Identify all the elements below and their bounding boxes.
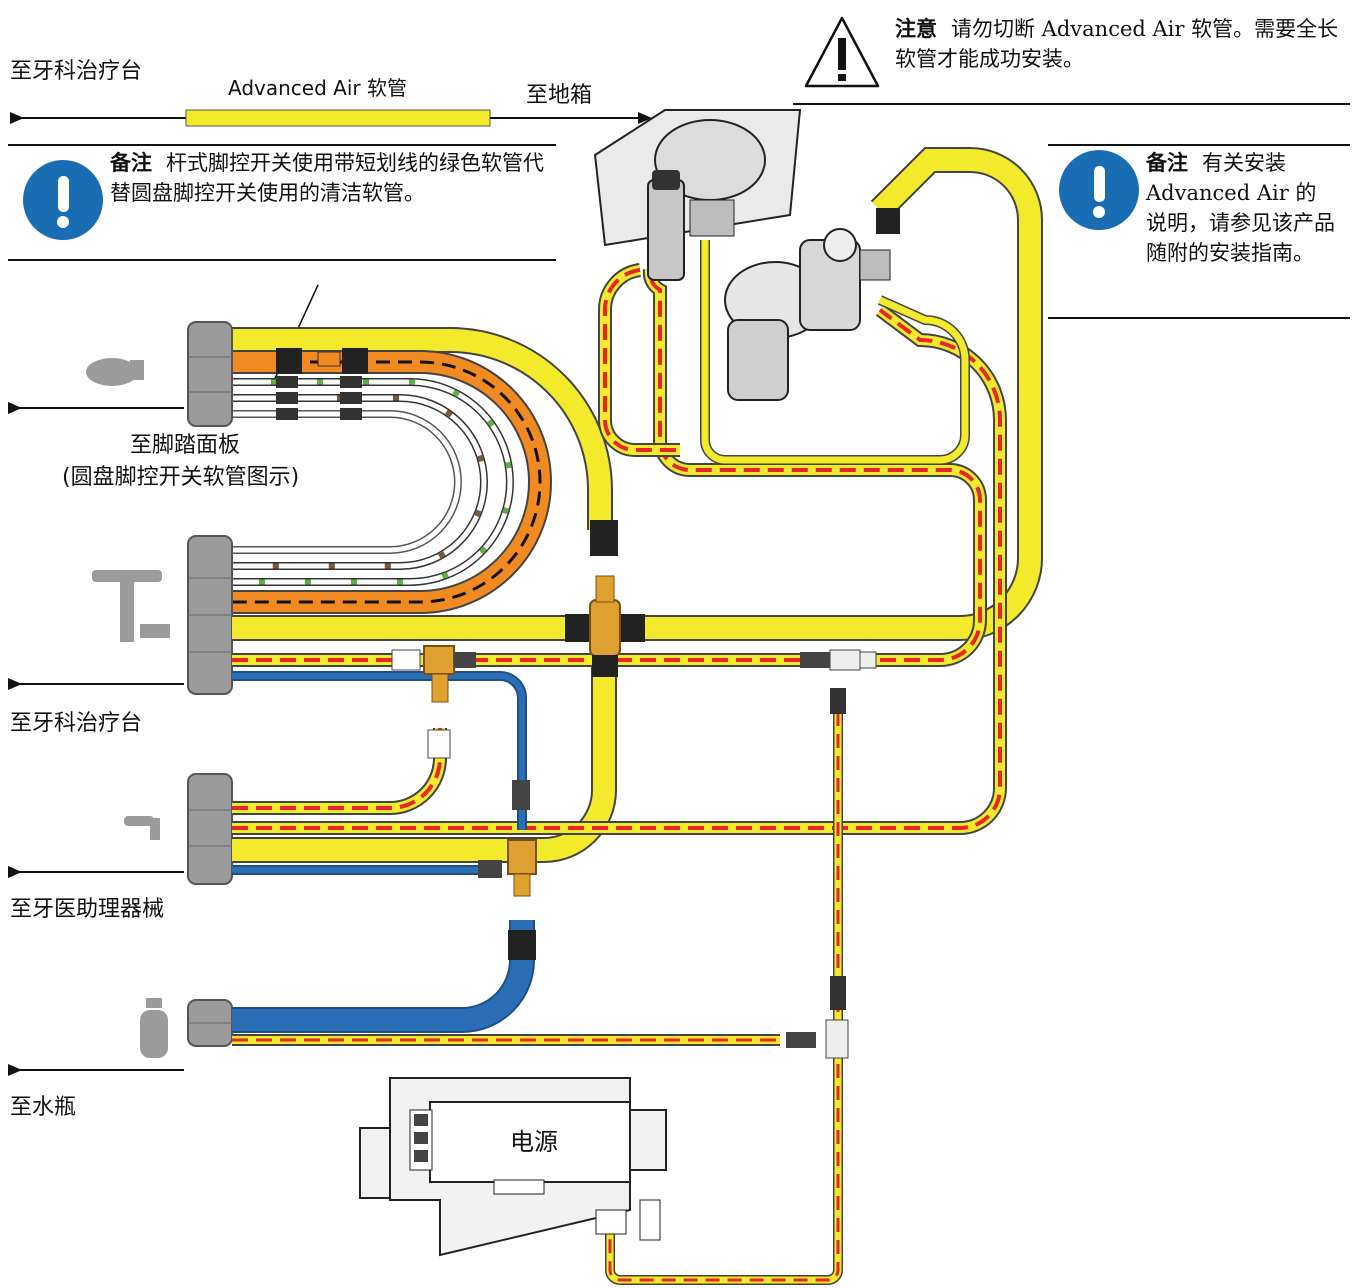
- water-bottle-icon: [140, 998, 168, 1058]
- label-advanced-air-hose: Advanced Air 软管: [228, 76, 407, 100]
- caution-text: 请勿切断 Advanced Air 软管。需要全长软管才能成功安装。: [895, 17, 1339, 71]
- black-coupler: [590, 520, 618, 556]
- foot-pedal-icon: [86, 358, 144, 386]
- caution-title: 注意: [895, 17, 937, 41]
- label-to-assistant-instrument: 至牙医助理器械: [10, 897, 165, 922]
- note-right-text: 有关安装 Advanced Air 的说明，请参见该产品随附的安装指南。: [1146, 151, 1335, 265]
- label-to-foot-pedal: 至脚踏面板: [130, 433, 241, 458]
- label-to-floor-box: 至地箱: [526, 83, 593, 108]
- instrument-icon: [124, 816, 160, 840]
- brass-tee-main: [565, 575, 645, 677]
- warning-triangle-icon: [804, 16, 880, 88]
- caution-note: 注意请勿切断 Advanced Air 软管。需要全长软管才能成功安装。: [895, 14, 1345, 74]
- foot-pedal-hose-bundle: [225, 327, 613, 614]
- red-dashed-hose-dental-unit: [232, 269, 987, 667]
- right-note: 备注有关安装 Advanced Air 的说明，请参见该产品随附的安装指南。: [1146, 148, 1336, 268]
- advanced-air-hose-sample: [185, 109, 491, 127]
- exclamation-circle-icon: [23, 160, 103, 240]
- note-right-title: 备注: [1146, 151, 1188, 175]
- bundle-clamp-dental-unit: [187, 535, 233, 695]
- bundle-clamp-assistant: [187, 773, 233, 885]
- power-supply: [359, 1077, 667, 1257]
- blue-hose: [232, 671, 535, 1033]
- label-to-dental-unit: 至牙科治疗台: [10, 711, 143, 736]
- note-left-title: 备注: [110, 151, 152, 175]
- red-dashed-hose-assistant: [232, 304, 1007, 835]
- tee-fitting-lower: [786, 976, 849, 1059]
- dental-unit-icon: [92, 570, 170, 642]
- bundle-clamp-water-bottle: [187, 999, 233, 1047]
- label-to-dental-unit-top: 至牙科治疗台: [10, 59, 143, 84]
- left-note: 备注杆式脚控开关使用带短划线的绿色软管代替圆盘脚控开关使用的清洁软管。: [110, 148, 550, 208]
- red-dashed-hose-power: [605, 690, 843, 1285]
- advanced-air-regulator: [593, 109, 900, 401]
- label-disc-foot-control: (圆盘脚控开关软管图示): [62, 465, 300, 490]
- tee-fitting-right: [800, 649, 877, 714]
- bundle-clamp-foot-pedal: [187, 321, 233, 427]
- brass-tee-dental: [391, 645, 476, 759]
- label-power-supply: 电源: [510, 1128, 558, 1156]
- note-left-text: 杆式脚控开关使用带短划线的绿色软管代替圆盘脚控开关使用的清洁软管。: [110, 151, 544, 205]
- red-dashed-hose-loop: [597, 263, 680, 457]
- brass-tee-assistant: [478, 780, 537, 960]
- label-to-water-bottle: 至水瓶: [10, 1095, 77, 1120]
- exclamation-circle-icon: [1059, 150, 1139, 230]
